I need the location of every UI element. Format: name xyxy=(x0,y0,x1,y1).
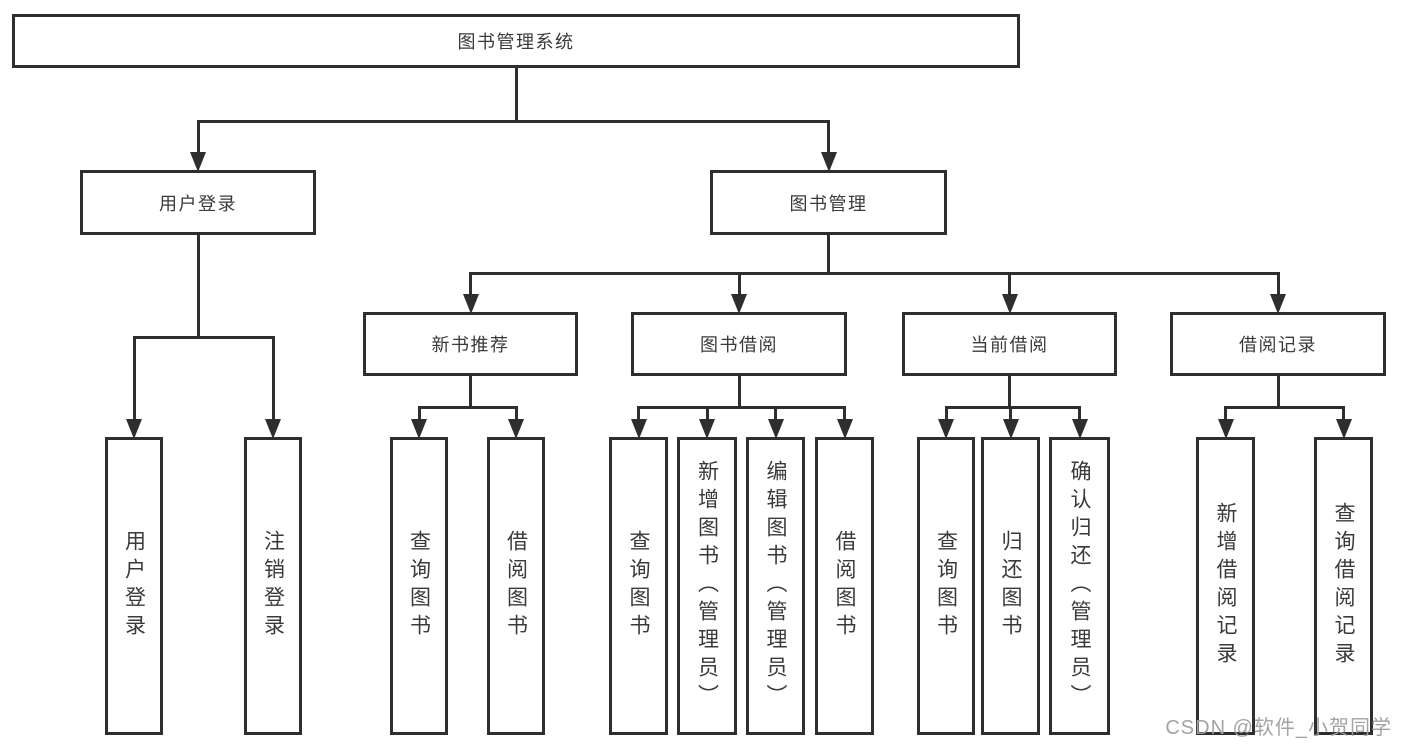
node-leaf-query-books-2: 查询图书 xyxy=(609,437,668,735)
arrow-down-icon xyxy=(1001,294,1018,314)
connector-line xyxy=(637,406,846,409)
connector-line xyxy=(1276,272,1280,294)
connector-line xyxy=(774,406,777,419)
connector-line xyxy=(271,336,275,419)
arrow-down-icon xyxy=(731,294,747,314)
arrow-down-icon xyxy=(820,152,837,172)
arrow-down-icon xyxy=(411,419,427,439)
connector-line xyxy=(827,120,830,152)
node-leaf-borrow-books-1: 借阅图书 xyxy=(487,437,545,735)
arrow-down-icon xyxy=(508,419,524,439)
node-label: 编辑图书（管理员） xyxy=(764,460,787,712)
node-label: 借阅记录 xyxy=(1239,335,1317,355)
arrow-down-icon xyxy=(699,419,715,439)
node-label: 用户登录 xyxy=(159,193,237,214)
node-label: 新增图书（管理员） xyxy=(695,460,719,712)
connector-line xyxy=(417,406,518,409)
arrow-down-icon xyxy=(126,419,142,439)
node-current-borrow: 当前借阅 xyxy=(902,312,1117,376)
connector-line xyxy=(1342,406,1345,419)
connector-line xyxy=(843,406,846,419)
connector-line xyxy=(514,406,518,419)
node-leaf-query-books-1: 查询图书 xyxy=(390,437,448,735)
connector-line xyxy=(469,272,472,294)
connector-line xyxy=(1276,376,1280,409)
arrow-down-icon xyxy=(190,152,206,172)
node-label: 新增借阅记录 xyxy=(1214,502,1237,670)
node-label: 查询图书 xyxy=(627,530,650,642)
node-label: 注销登录 xyxy=(261,530,285,642)
connector-line xyxy=(1224,406,1345,409)
connector-line xyxy=(944,406,1081,409)
connector-line xyxy=(469,376,472,409)
node-label: 查询图书 xyxy=(407,530,431,642)
arrow-down-icon xyxy=(630,419,647,439)
node-leaf-logout: 注销登录 xyxy=(244,437,302,735)
connector-line xyxy=(1008,272,1011,294)
node-leaf-return-books: 归还图书 xyxy=(981,437,1040,735)
node-root: 图书管理系统 xyxy=(12,14,1020,68)
connector-line xyxy=(637,406,640,419)
connector-line xyxy=(417,406,421,419)
node-leaf-query-borrow-record: 查询借阅记录 xyxy=(1314,437,1373,735)
connector-line xyxy=(196,120,200,152)
node-leaf-confirm-return: 确认归还（管理员） xyxy=(1049,437,1110,735)
connector-line xyxy=(469,272,1280,275)
node-label: 确认归还（管理员） xyxy=(1068,460,1091,712)
arrow-down-icon xyxy=(1270,294,1286,314)
connector-line xyxy=(737,272,741,294)
node-leaf-add-borrow-record: 新增借阅记录 xyxy=(1196,437,1255,735)
connector-line xyxy=(827,235,830,275)
node-book-mgmt: 图书管理 xyxy=(710,170,947,235)
connector-line xyxy=(1009,406,1012,419)
connector-line xyxy=(944,406,948,419)
connector-line xyxy=(514,68,518,123)
node-leaf-add-books: 新增图书（管理员） xyxy=(677,437,737,735)
connector-line xyxy=(1078,406,1081,419)
node-label: 图书管理 xyxy=(789,193,868,214)
node-leaf-user-login: 用户登录 xyxy=(105,437,163,735)
arrow-down-icon xyxy=(1217,419,1234,439)
connector-line xyxy=(196,120,830,123)
arrow-down-icon xyxy=(1335,419,1352,439)
arrow-down-icon xyxy=(767,419,784,439)
connector-line xyxy=(196,235,200,339)
connector-line xyxy=(737,376,741,409)
arrow-down-icon xyxy=(265,419,281,439)
node-label: 用户登录 xyxy=(122,530,146,642)
node-user-login: 用户登录 xyxy=(80,170,316,235)
node-label: 借阅图书 xyxy=(833,530,856,642)
node-label: 当前借阅 xyxy=(970,335,1049,355)
connector-line xyxy=(1224,406,1227,419)
node-book-borrow: 图书借阅 xyxy=(631,312,847,376)
connector-line xyxy=(132,336,275,339)
node-label: 图书管理系统 xyxy=(457,32,575,52)
arrow-down-icon xyxy=(938,419,954,439)
node-leaf-query-books-3: 查询图书 xyxy=(917,437,975,735)
node-leaf-borrow-books-2: 借阅图书 xyxy=(815,437,874,735)
arrow-down-icon xyxy=(1071,419,1088,439)
watermark: CSDN @软件_小贺同学 xyxy=(1165,717,1392,739)
connector-line xyxy=(132,336,136,419)
node-borrow-records: 借阅记录 xyxy=(1170,312,1386,376)
connector-line xyxy=(705,406,709,419)
node-new-book-rec: 新书推荐 xyxy=(363,312,578,376)
node-label: 查询图书 xyxy=(934,530,958,642)
node-label: 图书借阅 xyxy=(700,335,778,355)
arrow-down-icon xyxy=(836,419,853,439)
arrow-down-icon xyxy=(1002,419,1019,439)
node-leaf-edit-books: 编辑图书（管理员） xyxy=(746,437,805,735)
node-label: 借阅图书 xyxy=(504,530,528,642)
arrow-down-icon xyxy=(462,294,479,314)
node-label: 归还图书 xyxy=(999,530,1022,642)
node-label: 查询借阅记录 xyxy=(1332,502,1355,670)
node-label: 新书推荐 xyxy=(431,335,510,355)
connector-line xyxy=(1008,376,1011,409)
